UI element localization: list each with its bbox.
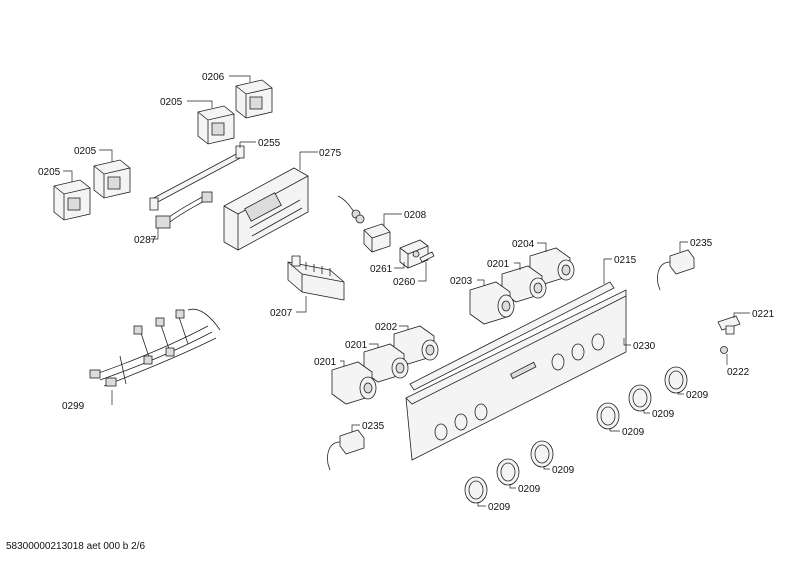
- knob-switch-0201-upper: [501, 265, 547, 303]
- label-0209-5: 0209: [518, 484, 541, 495]
- label-0203: 0203: [450, 276, 473, 287]
- label-0207: 0207: [270, 308, 293, 319]
- label-0208: 0208: [404, 210, 427, 221]
- knob-ring-0209-2: [628, 384, 652, 412]
- label-0222: 0222: [727, 367, 750, 378]
- connector-0287: [155, 191, 213, 229]
- knob-switch-0201-lower: [331, 361, 377, 405]
- switch-block-0207: [287, 255, 345, 301]
- document-reference: 58300000213018 aet 000 b 2/6: [6, 541, 146, 552]
- label-0255: 0255: [258, 138, 281, 149]
- label-0206: 0206: [202, 72, 225, 83]
- trim-strip-0215: [409, 281, 615, 391]
- label-0205-middle: 0205: [74, 146, 97, 157]
- knob-ring-0209-5: [496, 458, 520, 486]
- knob-switch-0203: [469, 281, 515, 325]
- label-0275: 0275: [319, 148, 342, 159]
- label-0235-upper: 0235: [690, 238, 713, 249]
- label-0287: 0287: [134, 235, 157, 246]
- label-0205-top: 0205: [160, 97, 183, 108]
- leader-lines: [63, 75, 750, 507]
- relay-0205-middle: [93, 159, 131, 199]
- knob-ring-0209-3: [596, 402, 620, 430]
- thermostat-0208: [337, 195, 391, 253]
- relay-0205-left: [53, 179, 91, 221]
- label-0201-middle: 0201: [345, 340, 368, 351]
- clip-0221: [717, 315, 741, 335]
- label-0221: 0221: [752, 309, 775, 320]
- label-0209-2: 0209: [652, 409, 675, 420]
- relay-0206: [235, 79, 273, 119]
- label-0260: 0260: [393, 277, 416, 288]
- label-0215: 0215: [614, 255, 637, 266]
- lamp-holder-0235-lower: [327, 429, 365, 471]
- label-0204: 0204: [512, 239, 535, 250]
- label-0202: 0202: [375, 322, 398, 333]
- knob-switch-0201-middle: [363, 343, 409, 383]
- control-module-0275: [223, 167, 309, 251]
- wiring-harness-0299: [89, 308, 221, 387]
- knob-ring-0209-4: [530, 440, 554, 468]
- label-0201-upper: 0201: [487, 259, 510, 270]
- part-labels: 0206 0205 0205 0205 0255 0275 0287 0208 …: [38, 72, 775, 513]
- label-0261: 0261: [370, 264, 393, 275]
- knob-ring-0209-1: [664, 366, 688, 394]
- label-0205-left: 0205: [38, 167, 61, 178]
- relay-0205-top: [197, 105, 235, 145]
- screw-0222: [720, 346, 728, 354]
- label-0209-6: 0209: [488, 502, 511, 513]
- screw-0260: [419, 251, 435, 263]
- lamp-holder-0235-upper: [657, 249, 695, 291]
- label-0209-1: 0209: [686, 390, 709, 401]
- label-0201-lower: 0201: [314, 357, 337, 368]
- label-0235-lower: 0235: [362, 421, 385, 432]
- label-0209-4: 0209: [552, 465, 575, 476]
- bracket-0261: [399, 239, 429, 269]
- label-0230: 0230: [633, 341, 656, 352]
- knob-ring-0209-6: [464, 476, 488, 504]
- label-0299: 0299: [62, 401, 85, 412]
- label-0209-3: 0209: [622, 427, 645, 438]
- bracket-rail-0255: [149, 145, 245, 211]
- control-panel-0230: [405, 289, 627, 461]
